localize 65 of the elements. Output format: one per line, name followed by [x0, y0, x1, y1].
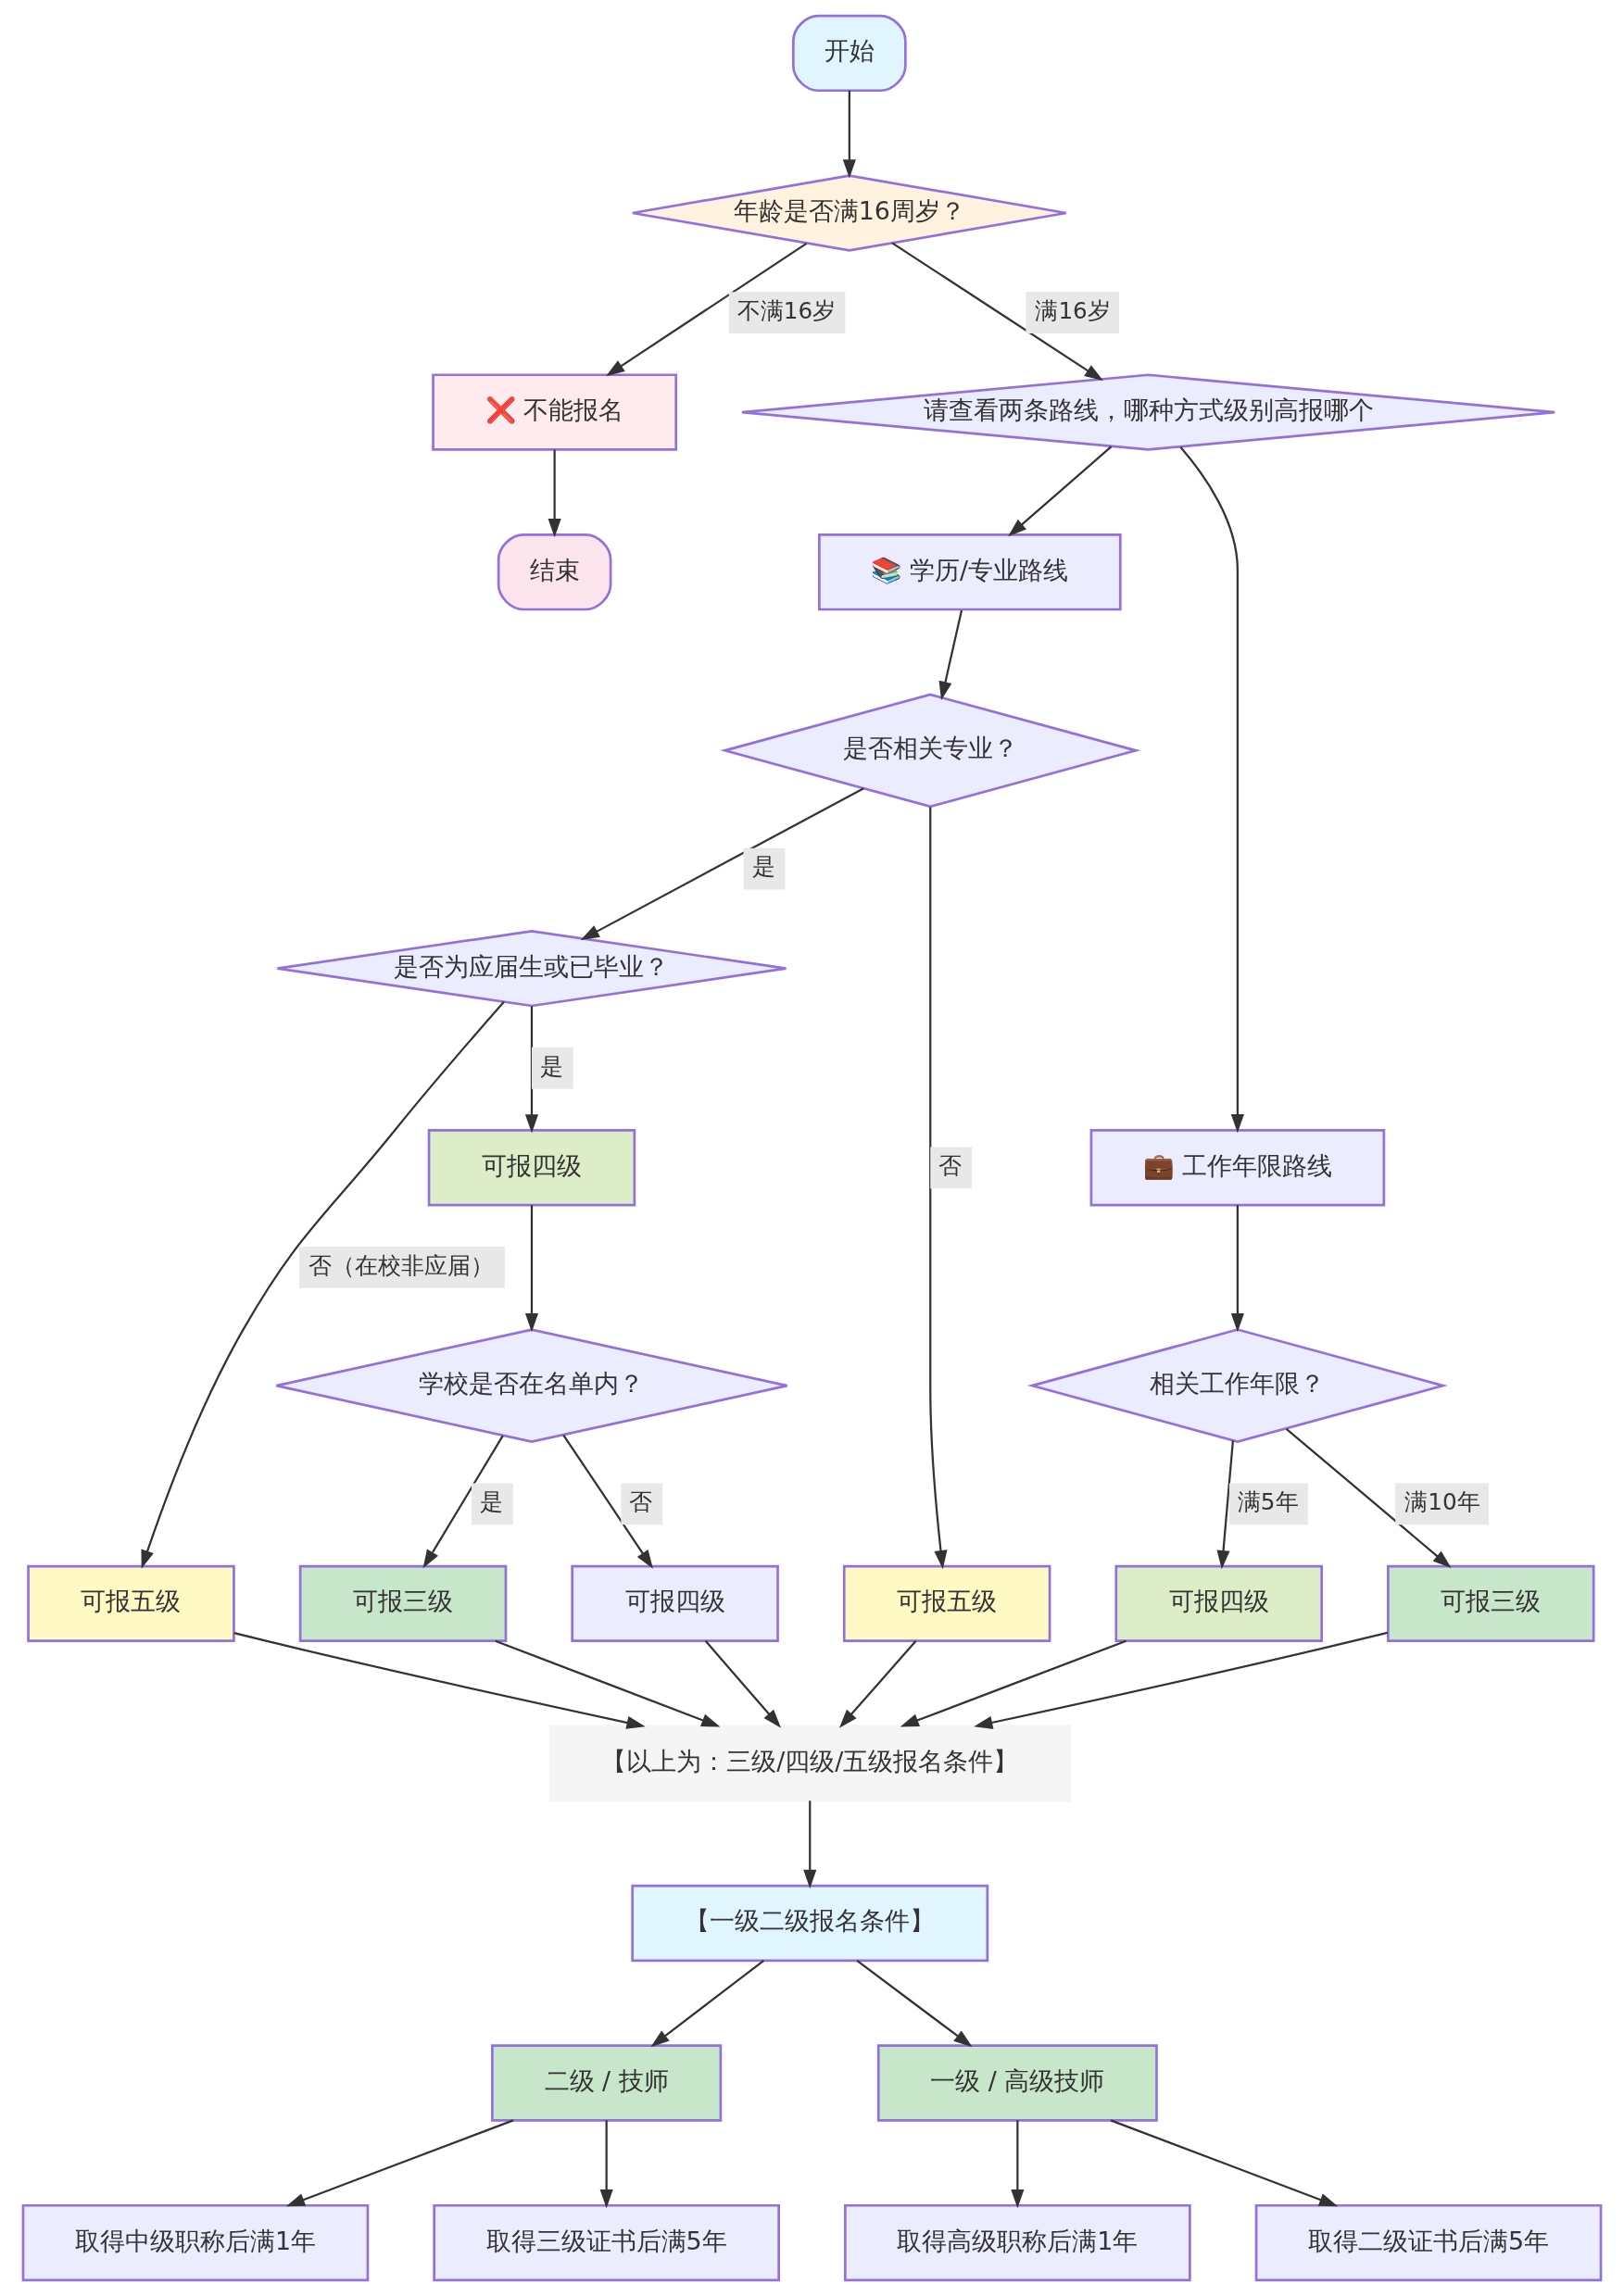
node-box: 取得高级职称后满1年	[844, 2203, 1191, 2282]
node-box: 取得三级证书后满5年	[433, 2203, 780, 2282]
arrow	[285, 2119, 514, 2207]
arrow	[548, 449, 561, 538]
node-box: 📚 学历/专业路线	[818, 533, 1122, 611]
arrow	[1216, 1440, 1235, 1570]
node-box: 可报五级	[842, 1564, 1051, 1643]
node-box: ❌ 不能报名	[432, 373, 678, 451]
edge-label: 否（在校非应届）	[308, 1251, 495, 1279]
edge-label: 是	[479, 1488, 503, 1516]
arrow	[580, 787, 864, 941]
edge-label: 否	[938, 1152, 963, 1180]
arrow	[838, 1640, 917, 1728]
node-box: 二级 / 技师	[491, 2044, 723, 2122]
node-diamond: 学校是否在名单内？	[275, 1328, 788, 1443]
arrow	[856, 1959, 973, 2048]
arrow	[929, 807, 948, 1570]
node-diamond: 是否相关专业？	[720, 693, 1141, 809]
arrow	[803, 1800, 817, 1889]
arrow	[1011, 2120, 1025, 2209]
arrow	[606, 242, 808, 377]
node-box: 开始	[792, 14, 907, 93]
arrow	[1008, 445, 1113, 537]
node-box: 一级 / 高级技师	[876, 2044, 1158, 2122]
edge-label: 满5年	[1237, 1488, 1299, 1516]
arrow	[974, 1631, 1389, 1729]
node-diamond: 请查看两条路线，哪种方式级别高报哪个	[740, 373, 1556, 451]
arrow	[495, 1639, 721, 1727]
edge-label: 是	[539, 1052, 563, 1080]
edge-label: 满16岁	[1035, 296, 1111, 324]
node-box: 可报五级	[27, 1564, 235, 1643]
node-box: 结束	[497, 533, 612, 611]
edge-label: 否	[629, 1488, 653, 1516]
node-box: 可报四级	[427, 1129, 636, 1207]
arrow	[1285, 1427, 1452, 1569]
node-diamond: 是否为应届生或已毕业？	[276, 929, 787, 1008]
node-diamond: 年龄是否满16周岁？	[631, 174, 1068, 252]
arrow	[891, 242, 1103, 382]
arrow	[233, 1632, 646, 1729]
edge-label: 是	[751, 853, 775, 881]
node-box: 取得中级职称后满1年	[21, 2203, 370, 2282]
node-box: 可报三级	[298, 1564, 508, 1643]
node-box: 可报四级	[571, 1564, 779, 1643]
arrow	[1179, 446, 1244, 1134]
arrow	[938, 609, 963, 701]
arrow	[1110, 2119, 1339, 2207]
arrow	[524, 1006, 539, 1134]
arrow	[562, 1434, 653, 1569]
arrow	[524, 1205, 539, 1333]
arrow	[842, 90, 856, 179]
edge-label: 满10年	[1404, 1488, 1480, 1516]
arrow	[1230, 1205, 1244, 1333]
arrow	[650, 1959, 765, 2048]
edge-label: 不满16岁	[736, 296, 837, 324]
arrow	[422, 1435, 504, 1569]
node-box: 取得二级证书后满5年	[1254, 2203, 1603, 2282]
arrow	[599, 2120, 613, 2209]
node-diamond: 相关工作年限？	[1026, 1328, 1448, 1443]
arrow	[704, 1640, 782, 1728]
node-box: 💼 工作年限路线	[1089, 1129, 1386, 1207]
node-box: 【一级二级报名条件】	[631, 1884, 989, 1963]
node-box: 可报三级	[1387, 1564, 1595, 1643]
node-box: 【以上为：三级/四级/五级报名条件】	[548, 1725, 1071, 1802]
node-box: 可报四级	[1114, 1564, 1323, 1643]
arrow	[900, 1639, 1127, 1727]
